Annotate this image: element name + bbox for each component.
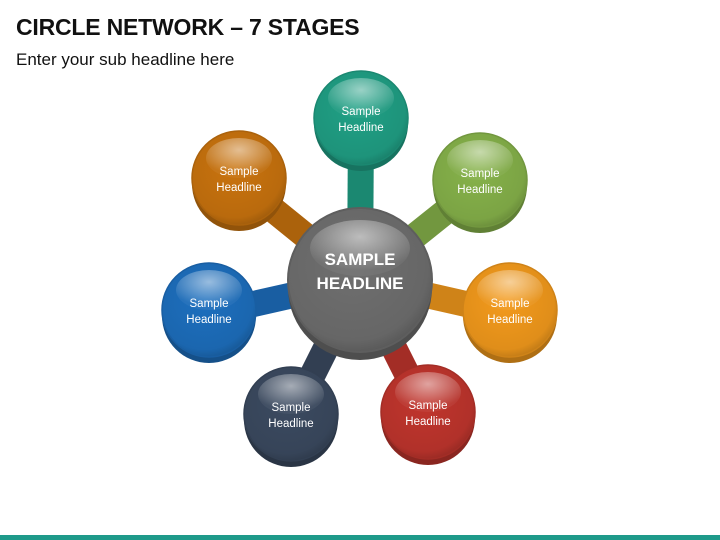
stage-label-line2: Headline — [216, 182, 261, 194]
stage-label-line2: Headline — [338, 122, 383, 134]
center-node: SAMPLE HEADLINE — [287, 207, 433, 360]
center-label-line2: HEADLINE — [317, 274, 404, 293]
stage-label-line2: Headline — [268, 418, 313, 430]
stage-label-line2: Headline — [487, 314, 532, 326]
stage-label-line1: Sample — [491, 298, 530, 310]
stage-label-line1: Sample — [409, 400, 448, 412]
stage-label-line1: Sample — [461, 168, 500, 180]
stage-label-line1: Sample — [272, 402, 311, 414]
page-title: CIRCLE NETWORK – 7 STAGES — [16, 14, 360, 40]
stage-label-line2: Headline — [405, 416, 450, 428]
stage-label-line2: Headline — [457, 184, 502, 196]
stage-label-line1: Sample — [342, 106, 381, 118]
stage-label-line1: Sample — [190, 298, 229, 310]
page-subtitle: Enter your sub headline here — [16, 50, 235, 69]
center-label-line1: SAMPLE — [325, 250, 396, 269]
stage-label-line2: Headline — [186, 314, 231, 326]
stage-label-line1: Sample — [220, 166, 259, 178]
bottom-accent-bar — [0, 535, 720, 540]
